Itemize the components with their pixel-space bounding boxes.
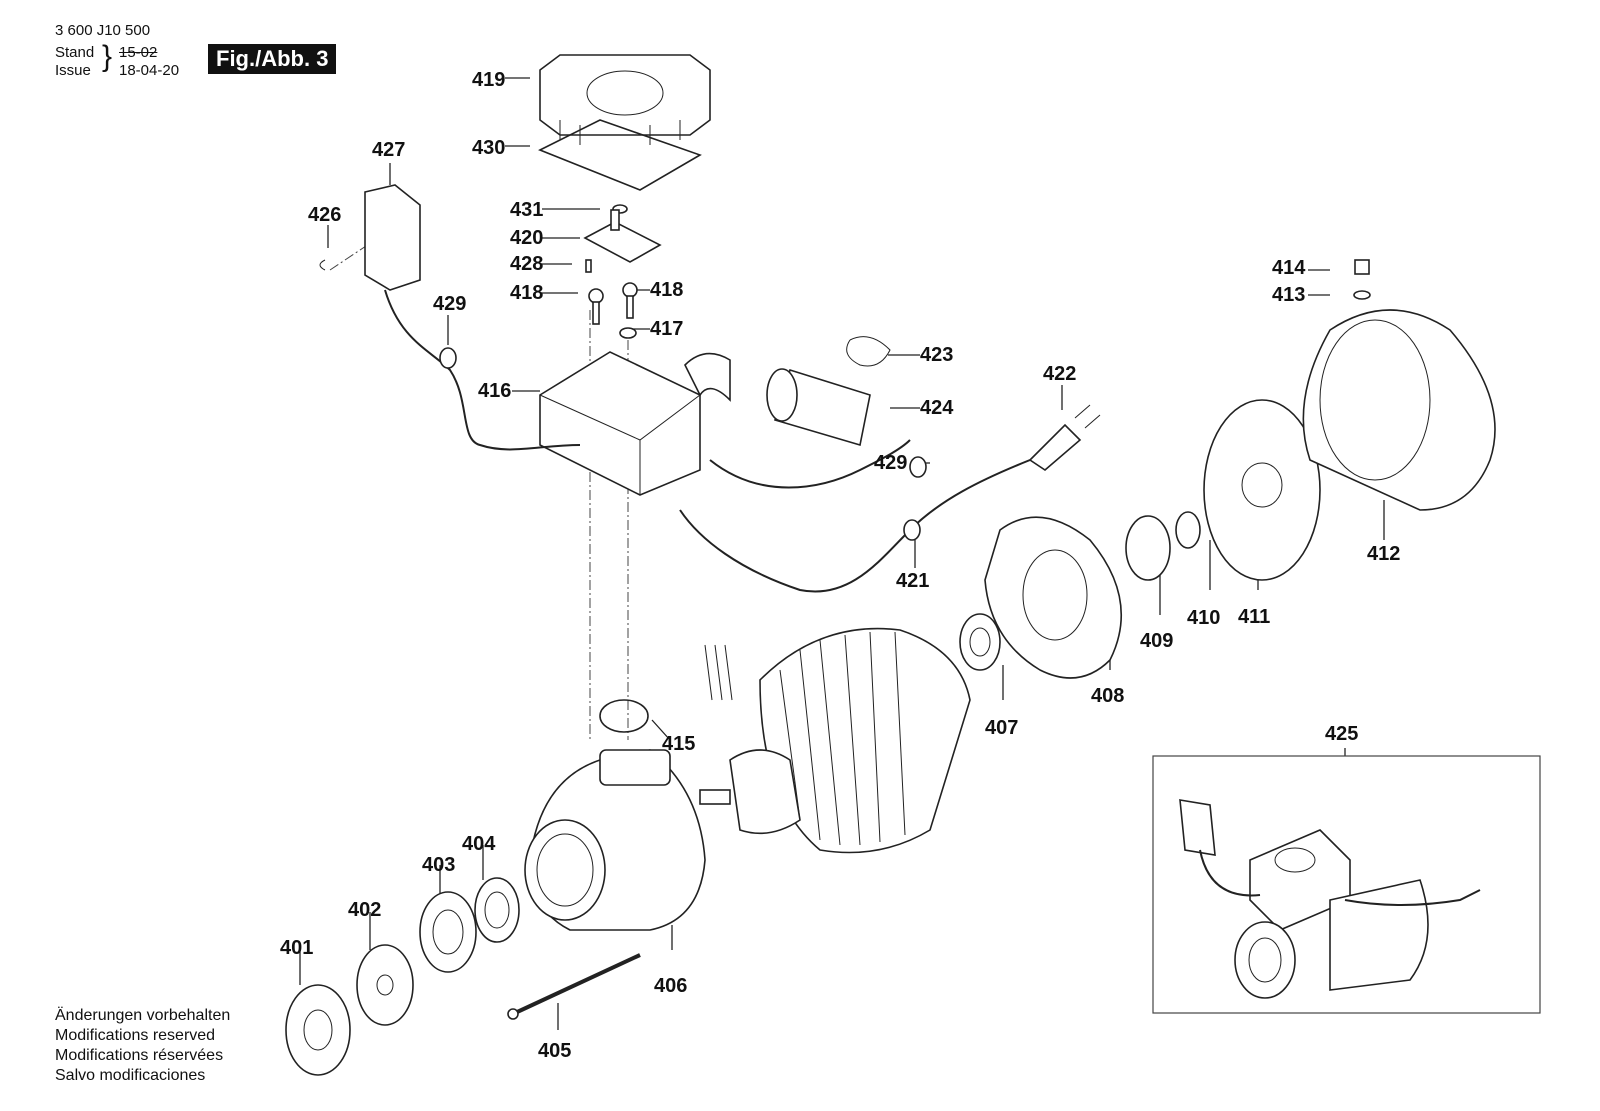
part-number: 3 600 J10 500	[55, 22, 151, 39]
part-415-oring	[599, 699, 649, 733]
old-date: 15-02	[119, 44, 158, 61]
part-419-cover	[539, 54, 711, 145]
callout-418-right: 418	[650, 279, 684, 301]
part-410-ring	[1175, 511, 1201, 549]
screws	[585, 259, 638, 339]
part-404-seal	[474, 877, 520, 943]
part-405-bolt	[507, 953, 641, 1020]
callout-413: 413	[1272, 284, 1306, 306]
part-pump-housing	[524, 749, 706, 931]
part-430-gasket	[538, 119, 702, 191]
callout-424: 424	[920, 397, 954, 419]
callout-426: 426	[308, 204, 342, 226]
callout-406: 406	[654, 975, 688, 997]
stand-label: Stand	[55, 44, 95, 61]
callout-412: 412	[1367, 543, 1401, 565]
part-414-screw	[1354, 259, 1370, 275]
part-413-washer	[1353, 290, 1371, 300]
callout-414: 414	[1272, 257, 1306, 279]
callout-427: 427	[372, 139, 406, 161]
callout-408: 408	[1091, 685, 1125, 707]
figure-label: Fig./Abb. 3	[208, 44, 337, 74]
part-411-fan	[1203, 399, 1321, 581]
part-401-diffuser	[285, 984, 351, 1076]
callout-419: 419	[472, 69, 506, 91]
callout-428: 428	[510, 253, 544, 275]
callout-431: 431	[510, 199, 544, 221]
callout-416: 416	[478, 380, 512, 402]
part-rotor	[699, 749, 801, 835]
callout-410: 410	[1187, 607, 1221, 629]
inset-425-assembly	[1152, 748, 1541, 1014]
part-424-capacitor	[766, 336, 891, 447]
callout-429-top: 429	[433, 293, 467, 315]
callout-430: 430	[472, 137, 506, 159]
issue-date: 18-04-20	[119, 62, 180, 79]
part-409-seal	[1125, 515, 1171, 581]
part-427-pressure-switch	[319, 184, 421, 291]
callout-411: 411	[1238, 606, 1271, 628]
callout-418-left: 418	[510, 282, 544, 304]
part-420-board	[583, 209, 662, 263]
part-407-bearing	[959, 613, 1001, 671]
note-english: Modifications reserved	[55, 1027, 216, 1044]
part-412-fan-cover	[1302, 309, 1496, 511]
part-403-bearing	[419, 891, 477, 973]
part-422-plug	[1028, 404, 1101, 472]
callout-405: 405	[538, 1040, 572, 1062]
note-french: Modifications réservées	[55, 1047, 224, 1064]
callout-403: 403	[422, 854, 456, 876]
callout-407: 407	[985, 717, 1019, 739]
issue-label: Issue	[55, 62, 91, 79]
cables	[384, 289, 1031, 593]
part-408-end-shield	[984, 516, 1122, 679]
note-spanish: Salvo modificaciones	[55, 1067, 206, 1084]
callout-401: 401	[280, 937, 314, 959]
callout-417: 417	[650, 318, 684, 340]
callout-402: 402	[348, 899, 382, 921]
note-german: Änderungen vorbehalten	[55, 1007, 231, 1024]
callout-423: 423	[920, 344, 954, 366]
callout-420: 420	[510, 227, 544, 249]
brace-icon: }	[102, 40, 113, 73]
callout-409: 409	[1140, 630, 1174, 652]
part-402-impeller	[356, 944, 414, 1026]
callout-429-mid: 429	[874, 452, 908, 474]
part-416-terminal-box	[539, 351, 731, 496]
callout-422: 422	[1043, 363, 1077, 385]
callout-425: 425	[1325, 723, 1359, 745]
callout-421: 421	[896, 570, 930, 592]
callout-415: 415	[662, 733, 696, 755]
callout-404: 404	[462, 833, 496, 855]
